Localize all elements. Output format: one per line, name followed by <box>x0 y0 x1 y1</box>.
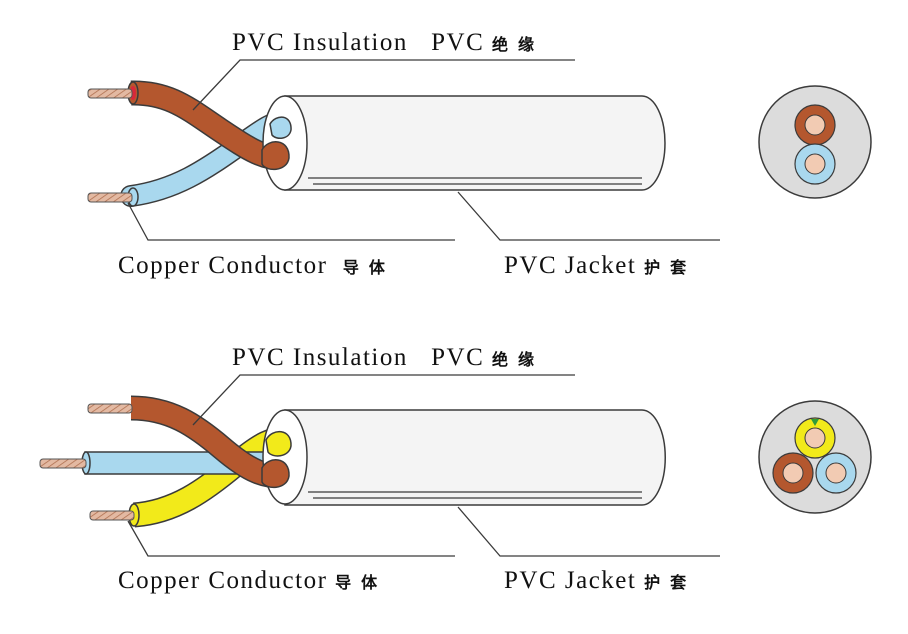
copper-conductor-2b <box>39 458 87 469</box>
cross-section-three-core <box>758 400 872 514</box>
pvc-jacket-1 <box>284 95 666 191</box>
jacket-leader-2 <box>457 506 720 557</box>
conductor-label-2: Copper Conductor 导体 <box>118 568 387 593</box>
conductor-label-cn-2: 导体 <box>335 573 388 592</box>
copper-conductor-1a <box>87 88 133 99</box>
insulation-label-cn-1: 绝缘 <box>492 35 545 54</box>
insulation-leader-2 <box>192 374 575 426</box>
conductor-leader-2 <box>127 520 455 557</box>
jacket-label-2: PVC Jacket 护套 <box>504 568 696 593</box>
conductor-label-1: Copper Conductor 导体 <box>118 253 395 278</box>
insulation-label-cn-prefix-2: PVC <box>431 344 485 371</box>
jacket-label-cn-1: 护套 <box>644 258 697 277</box>
conductor-leader-1 <box>127 202 455 241</box>
insulation-label-cn-prefix-1: PVC <box>431 29 485 56</box>
insulation-label-cn-2: 绝缘 <box>492 350 545 369</box>
conductor-label-cn-1: 导体 <box>342 258 395 277</box>
jacket-label-en-2: PVC Jacket <box>504 567 637 594</box>
copper-conductor-2a <box>87 403 133 414</box>
jacket-leader-1 <box>457 191 720 241</box>
jacket-label-en-1: PVC Jacket <box>504 252 637 279</box>
insulation-label-en-2: PVC Insulation <box>232 344 408 371</box>
insulation-label-2: PVC Insulation PVC 绝缘 <box>232 345 544 370</box>
copper-conductor-1b <box>87 192 133 203</box>
jacket-label-1: PVC Jacket 护套 <box>504 253 696 278</box>
two-core-cable <box>87 59 872 241</box>
jacket-label-cn-2: 护套 <box>644 573 697 592</box>
pvc-jacket-2 <box>284 409 666 506</box>
insulation-label-en-1: PVC Insulation <box>232 29 408 56</box>
conductor-label-en-2: Copper Conductor <box>118 567 328 594</box>
copper-conductor-2c <box>89 510 135 521</box>
green-stripe <box>811 419 819 426</box>
three-core-cable <box>39 374 872 557</box>
cross-section-two-core <box>758 85 872 199</box>
conductor-label-en-1: Copper Conductor <box>118 252 328 279</box>
insulation-label-1: PVC Insulation PVC 绝缘 <box>232 30 544 55</box>
insulation-leader-1 <box>192 59 575 111</box>
